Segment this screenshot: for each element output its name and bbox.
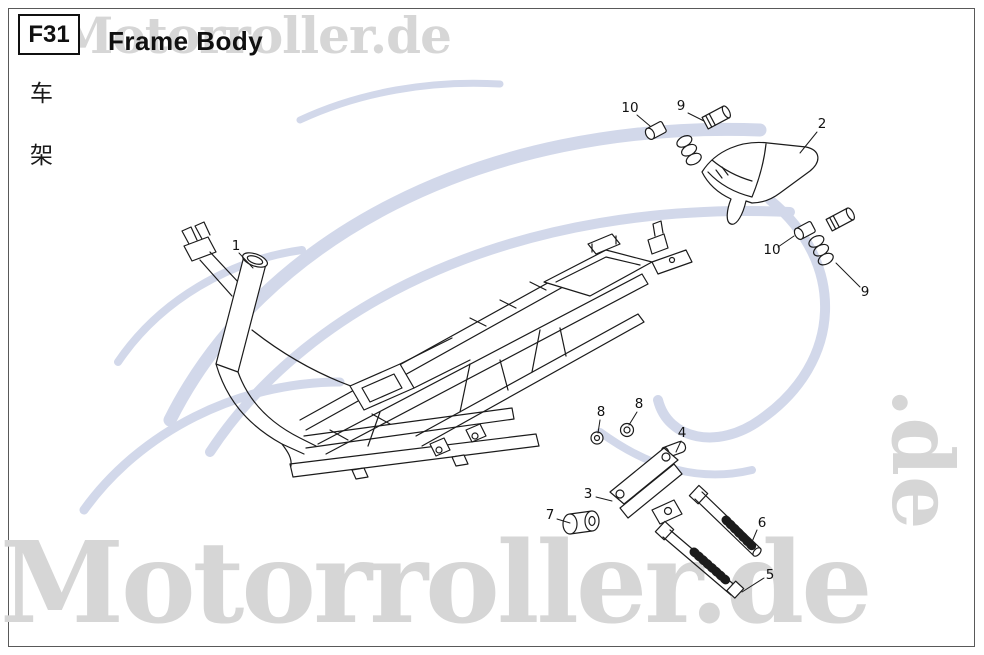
part-washer-right (619, 422, 635, 438)
part-rear-cover (701, 141, 819, 225)
part-spring-right (808, 235, 834, 266)
callout-9a: 9 (677, 98, 686, 114)
page-border (8, 8, 975, 647)
leader-lines (238, 112, 861, 593)
callout-9b: 9 (861, 284, 870, 300)
callout-4: 4 (678, 425, 687, 441)
part-bolt-right (825, 207, 856, 232)
callout-6: 6 (758, 515, 767, 531)
callout-5: 5 (766, 567, 775, 583)
callout-2: 2 (818, 116, 827, 132)
callout-1: 1 (232, 238, 241, 254)
callout-10b: 10 (763, 242, 780, 258)
callout-8b: 8 (635, 396, 644, 412)
section-code-box: F31 (18, 14, 80, 55)
page-title: Frame Body (108, 26, 264, 56)
part-bolt-upper (688, 484, 762, 557)
callout-10a: 10 (621, 100, 638, 116)
part-hanger-bracket (609, 447, 683, 525)
part-bolt-top (701, 105, 732, 130)
callout-3: 3 (584, 486, 593, 502)
part-cap-nut-right (793, 221, 816, 240)
side-characters: 车 架 (30, 74, 53, 170)
part-spring-top (676, 135, 702, 166)
side-char-2: 架 (30, 143, 53, 169)
side-char-1: 车 (30, 81, 53, 107)
part-washer-left (590, 431, 604, 445)
callout-7: 7 (546, 507, 555, 523)
part-bolt-lower (654, 520, 745, 599)
callout-8a: 8 (597, 404, 606, 420)
watermark-top: Motorroller.de (58, 6, 452, 65)
frame-body-drawing (181, 220, 693, 480)
callout-labels: 1 2 3 4 5 6 7 8 8 9 9 10 10 (232, 98, 870, 583)
part-cap-nut-top (644, 121, 667, 140)
part-bushing (562, 510, 600, 535)
